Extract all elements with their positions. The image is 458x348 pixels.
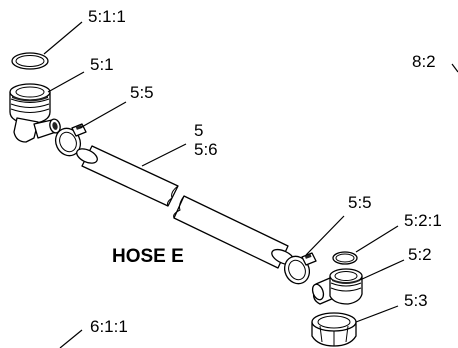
leader-5-5-lower [305, 215, 345, 256]
leader-5-6 [141, 143, 187, 167]
leader-5-5-upper [79, 101, 127, 129]
coupling-nut [311, 312, 357, 347]
callout-5-1-1: 5:1:1 [88, 7, 126, 26]
leader-8-2 [451, 63, 458, 73]
callout-5-5-upper: 5:5 [130, 83, 154, 102]
callout-5-6: 5:6 [194, 140, 218, 159]
callout-5-5-lower: 5:5 [348, 193, 372, 212]
callout-5-2-1: 5:2:1 [404, 211, 442, 230]
hose-clamp-lower [283, 252, 317, 285]
elbow-fitting-lower [311, 268, 363, 305]
hose-lower-segment [173, 195, 295, 269]
callout-5: 5 [194, 121, 203, 140]
leader-5-3 [355, 305, 399, 323]
leader-5-1 [47, 71, 85, 93]
callout-8-2: 8:2 [412, 52, 436, 71]
diagram-title: HOSE E [112, 246, 184, 267]
callout-5-2: 5:2 [408, 245, 432, 264]
leader-5-1-1 [43, 21, 83, 55]
hose-clamp-upper [54, 123, 87, 157]
callout-5-3: 5:3 [404, 291, 428, 310]
o-ring-lower [332, 251, 358, 265]
leader-5-2 [359, 259, 405, 281]
callout-5-1: 5:1 [90, 55, 114, 74]
leader-6-1-1 [59, 329, 83, 348]
hose-upper-segment [76, 145, 179, 207]
elbow-fitting-top [9, 83, 61, 143]
o-ring-top [11, 52, 49, 70]
callout-6-1-1: 6:1:1 [90, 317, 128, 336]
leader-5-2-1 [355, 225, 399, 253]
